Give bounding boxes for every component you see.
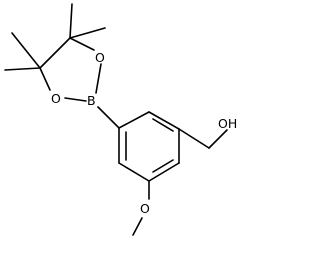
methyl-bond-top-1 (69, 3, 73, 39)
methoxy-methyl-bond (132, 217, 143, 236)
hydroxyl-label: OH (218, 116, 237, 131)
methyl-bond-top-2 (69, 27, 106, 39)
boron-label: B (87, 93, 96, 108)
methyl-bond-left-1 (11, 32, 41, 69)
ring-bond-bottom-left (118, 162, 150, 182)
methyl-bond-left-2 (4, 67, 41, 71)
oxygen-top-carbon-bond (69, 37, 95, 51)
hydroxymethyl-group (178, 128, 228, 149)
carbon-carbon-bond (39, 37, 71, 69)
benzene-ring (118, 111, 180, 182)
aryl-ch2-bond (178, 128, 210, 149)
ring-oxygen-left-label: O (51, 91, 61, 106)
boron-oxygen-top-bond (95, 63, 102, 94)
ring-bond-top-right (148, 111, 180, 130)
aryl-boron-bond (97, 106, 120, 129)
methoxy-group (132, 180, 150, 236)
methoxy-oxygen-label: O (140, 201, 150, 216)
oxygen-left-carbon-bond (39, 67, 51, 91)
ch2-oh-bond (208, 129, 228, 149)
ring-double-bond-top (152, 118, 174, 132)
boron-oxygen-left-bond (64, 97, 87, 102)
ring-bond-top-left (118, 111, 150, 129)
ring-double-bond-bottom (152, 159, 174, 173)
ring-oxygen-top-label: O (95, 50, 105, 65)
ring-bond-bottom-right (148, 162, 180, 182)
dioxaborolane-ring (39, 37, 102, 102)
structure-canvas: B O O OH O (4, 3, 237, 236)
chemical-structure-diagram: B O O OH O (4, 3, 237, 236)
methyl-groups (4, 3, 106, 71)
